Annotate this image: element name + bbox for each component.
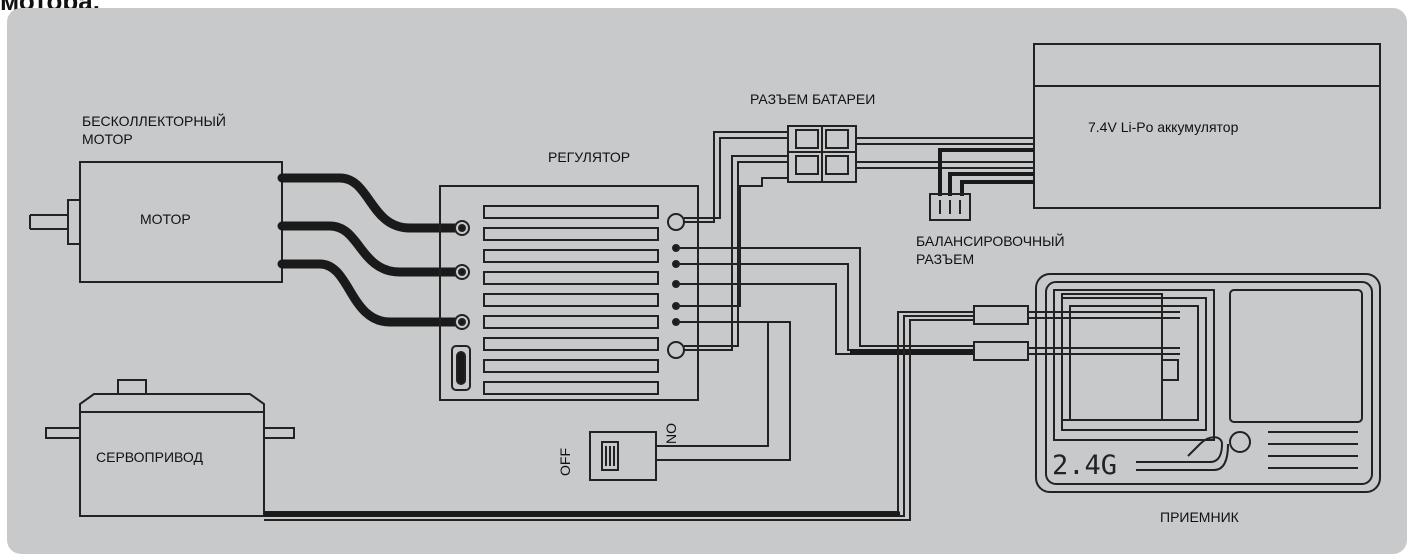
- balance-connector: [929, 193, 971, 221]
- switch-wires: [656, 177, 791, 461]
- servo-wire: [264, 311, 974, 521]
- motor-wires: [277, 173, 465, 327]
- servo: [45, 379, 295, 517]
- regulator-label: РЕГУЛЯТОР: [548, 149, 630, 165]
- motor: [29, 161, 283, 283]
- motor-title-line2: МОТОР: [82, 131, 133, 147]
- receiver-label: ПРИЕМНИК: [1160, 509, 1240, 525]
- receiver: [1035, 273, 1381, 493]
- power-switch: [589, 431, 657, 481]
- switch-off-label: OFF: [557, 448, 573, 476]
- battery-connector-label: РАЗЪЕМ БАТАРЕИ: [750, 91, 875, 107]
- balance-label-line1: БАЛАНСИРОВОЧНЫЙ: [916, 232, 1065, 249]
- battery: [1033, 43, 1381, 209]
- switch-on-label: NO: [663, 423, 679, 444]
- battery-connector: [787, 125, 857, 183]
- motor-title-line1: БЕСКОЛЛЕКТОРНЫЙ: [82, 112, 226, 129]
- regulator: [439, 185, 699, 401]
- esc-power-wires: [684, 131, 788, 351]
- servo-label: СЕРВОПРИВОД: [96, 449, 203, 465]
- receiver-band-label: 2.4G: [1052, 450, 1117, 481]
- battery-label: 7.4V Li-Po аккумулятор: [1088, 119, 1239, 135]
- battery-leads: [856, 137, 1034, 169]
- motor-body-label: МОТОР: [140, 211, 191, 227]
- receiver-plugs: [973, 305, 1180, 361]
- balance-wires: [938, 148, 1034, 196]
- balance-label-line2: РАЗЪЕМ: [916, 251, 974, 267]
